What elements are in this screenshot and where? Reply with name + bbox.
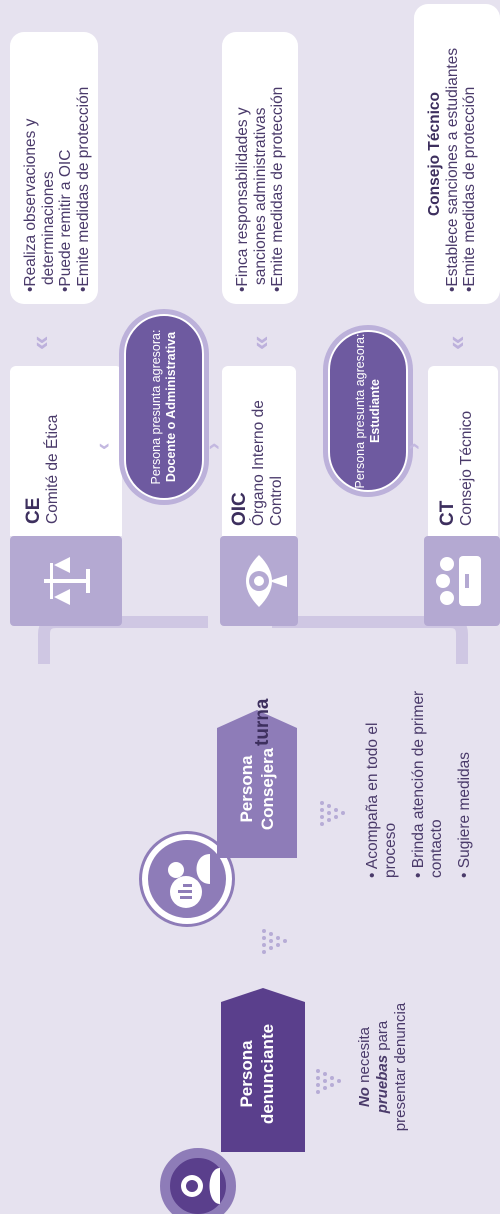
complainant-avatar	[160, 1148, 236, 1214]
person-icon	[181, 1168, 220, 1204]
counselor-title: Persona Consejera	[237, 747, 277, 831]
ct-name: Consejo Técnico	[458, 410, 475, 526]
ce-actions-card: •Realiza observaciones y determinaciones…	[10, 32, 98, 304]
ct-action-line: •Emite medidas de protección	[461, 86, 478, 292]
oic-name-card: OIC Órgano Interno de Control	[222, 366, 296, 536]
oic-actions-card: •Finca responsabilidades y sanciones adm…	[222, 32, 298, 304]
offender-label: Persona presunta agresora:	[353, 333, 367, 489]
ce-action-line: •Puede remitir a OIC	[57, 149, 74, 292]
counselor-banner	[217, 710, 297, 858]
ce-action-line: determinaciones	[39, 171, 57, 285]
ct-icon-box	[424, 536, 500, 626]
oic-action-line: •Emite medidas de protección	[269, 86, 286, 292]
ct-card-title: Consejo Técnico	[426, 91, 443, 217]
council-icon	[436, 556, 481, 606]
ct-actions-card: Consejo Técnico •Establece sanciones a e…	[414, 4, 500, 304]
counselor-icon	[168, 854, 210, 908]
offender-type: Estudiante	[368, 379, 382, 443]
oic-action-line: sanciones administrativas	[251, 107, 269, 285]
oic-name: Órgano Interno de Control	[250, 400, 285, 526]
oic-icon-box	[220, 536, 298, 626]
ce-abbr: CE	[23, 497, 44, 524]
ce-action-line: •Realiza observaciones y	[22, 118, 39, 292]
scales-icon	[44, 557, 90, 605]
arrow-to-ct: ›	[400, 442, 425, 450]
complainant-note: No necesita pruebas para presentar denun…	[356, 1002, 409, 1132]
ct-action-line: •Establece sanciones a estudiantes	[443, 47, 461, 292]
chevron-up-icon: «	[25, 335, 55, 350]
counselor-avatar	[139, 831, 235, 927]
ct-name-card: CT Consejo Técnico	[428, 366, 498, 536]
arrow-to-oic: ›	[200, 442, 225, 450]
turn-label: turna	[252, 698, 273, 747]
oic-action-line: •Finca responsabilidades y	[234, 107, 251, 292]
dotted-arrow-1	[316, 1069, 341, 1094]
offender-pill-staff: Persona presunta agresora: Docente o Adm…	[121, 302, 207, 512]
arrow-to-ce: ‹	[90, 442, 115, 450]
ce-name: Comité de Ética	[44, 414, 61, 524]
offender-label: Persona presunta agresora:	[149, 329, 163, 485]
turn-bracket	[38, 616, 468, 664]
complainant-banner	[221, 988, 305, 1152]
ct-abbr: CT	[437, 500, 458, 526]
dotted-arrow-2	[262, 929, 287, 954]
eye-icon	[246, 555, 287, 607]
chevron-up-icon: «	[245, 335, 275, 350]
dotted-arrow-3	[320, 801, 345, 826]
ce-icon-box	[10, 536, 122, 626]
offender-pill-student: Persona presunta agresora: Estudiante	[325, 319, 411, 503]
chevron-up-icon: «	[441, 335, 471, 350]
ce-name-card: CE Comité de Ética	[10, 366, 122, 536]
complainant-title: Persona denunciante	[237, 1023, 277, 1125]
oic-abbr: OIC	[229, 492, 250, 526]
offender-type: Docente o Administrativa	[164, 331, 178, 483]
ce-action-line: •Emite medidas de protección	[74, 86, 92, 292]
